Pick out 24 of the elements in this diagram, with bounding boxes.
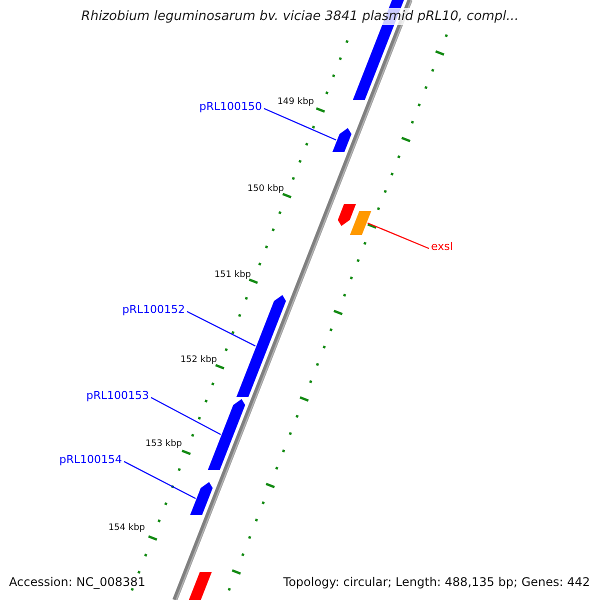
leader-line bbox=[264, 108, 336, 141]
gene-label: pRL100153 bbox=[86, 390, 149, 401]
gene-feature bbox=[208, 399, 246, 470]
gene-label: exsI bbox=[431, 241, 454, 252]
leader-line bbox=[150, 396, 221, 436]
gene-label: pRL100150 bbox=[199, 101, 262, 112]
tick-label: 151 kbp bbox=[214, 271, 251, 280]
accession-text: Accession: NC_008381 bbox=[9, 576, 146, 588]
tick-label: 154 kbp bbox=[108, 524, 145, 533]
tick-label: 153 kbp bbox=[145, 440, 182, 449]
tick-label: 149 kbp bbox=[277, 98, 314, 107]
leader-line bbox=[367, 222, 430, 250]
gene-feature bbox=[338, 204, 356, 226]
gene-feature bbox=[190, 482, 213, 515]
gene-label: pRL100152 bbox=[122, 304, 185, 315]
leader-line bbox=[186, 310, 256, 347]
gene-block bbox=[350, 211, 372, 235]
gene-feature bbox=[332, 128, 352, 152]
gene-feature bbox=[236, 295, 286, 397]
tick-label: 152 kbp bbox=[180, 356, 217, 365]
tick-label: 150 kbp bbox=[247, 185, 284, 194]
gene-label: pRL100154 bbox=[59, 454, 122, 465]
leader-line bbox=[124, 460, 196, 500]
topology-text: Topology: circular; Length: 488,135 bp; Genes: 442 bbox=[283, 576, 590, 588]
